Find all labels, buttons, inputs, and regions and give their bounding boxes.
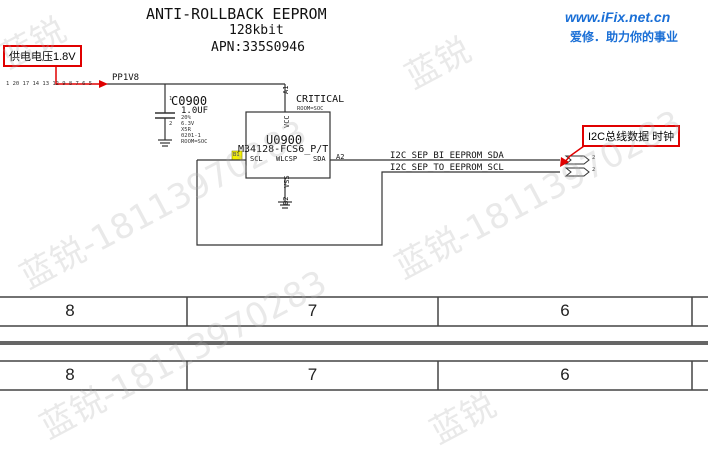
scl-connector-num: 2 [592, 167, 596, 173]
chip-pin-vcc-name: VCC [283, 115, 291, 128]
schematic-canvas [0, 64, 708, 391]
zone-label: 7 [307, 301, 318, 320]
chip-ref: U0900 [266, 133, 303, 147]
zone-label: 8 [65, 301, 75, 320]
voltage-arrow [55, 64, 102, 85]
power-page-refs: 1 20 17 14 13 12 9 8 7 6 5 [6, 81, 93, 87]
capacitor-value: 1.0UF [181, 106, 209, 116]
chip-pin-sda-num: A2 [336, 153, 345, 161]
brand-url: www.iFix.net.cn [565, 9, 671, 25]
scl-connector [564, 167, 590, 177]
chip-pin-vss-num: B2 [282, 196, 290, 205]
capacitor-ref: C0900 [171, 94, 208, 108]
i2c-annotation: I2C总线数据 时钟 [582, 125, 681, 147]
zone-label: 7 [307, 365, 318, 384]
sda-net-label: I2C_SEP_BI_EEPROM_SDA [390, 151, 504, 161]
voltage-arrowhead [99, 80, 108, 88]
schematic-capacity: 128kbit [229, 23, 284, 38]
schematic-title: ANTI-ROLLBACK EEPROM [146, 5, 327, 23]
chip-critical: CRITICAL [296, 94, 345, 105]
voltage-annotation: 供电电压1.8V [3, 45, 82, 67]
capacitor-spec: 0201-1 [181, 133, 201, 139]
chip-part-number: M34128-FCS6_P/T [238, 144, 329, 155]
chip-pin-scl-num: B1 [233, 152, 240, 158]
capacitor-spec: 6.3V [181, 121, 195, 127]
zone-label: 8 [65, 365, 75, 384]
chip-body [245, 111, 331, 179]
scl-net-wire [196, 160, 560, 246]
chip-pin-vcc-num: A1 [282, 85, 290, 94]
capacitor-pin2: 2 [169, 121, 173, 127]
capacitor-pin1: 1 [169, 96, 173, 102]
power-net-label: PP1V8 [112, 73, 140, 83]
capacitor-spec: X5R [181, 127, 191, 133]
scl-net-label: I2C_SEP_TO_EEPROM_SCL [390, 163, 504, 173]
chip-pin-scl-name: SCL [250, 155, 263, 163]
chip-package: WLCSP [276, 155, 298, 163]
sda-connector [564, 155, 590, 165]
capacitor-spec: ROOM=SOC [181, 139, 208, 145]
chip-room: ROOM=SOC [297, 106, 324, 112]
capacitor-spec: 20% [181, 115, 191, 121]
schematic-apn: APN:335S0946 [211, 40, 305, 55]
i2c-arrowhead [560, 157, 569, 167]
brand-slogan: 爱修．助力你的事业 [570, 30, 679, 44]
zone-label: 6 [560, 365, 570, 384]
chip-pin-sda-name: SDA [313, 155, 326, 163]
zone-label: 6 [560, 301, 570, 320]
sda-connector-num: 2 [592, 155, 596, 161]
chip-pin-vss-name: VSS [283, 175, 291, 188]
